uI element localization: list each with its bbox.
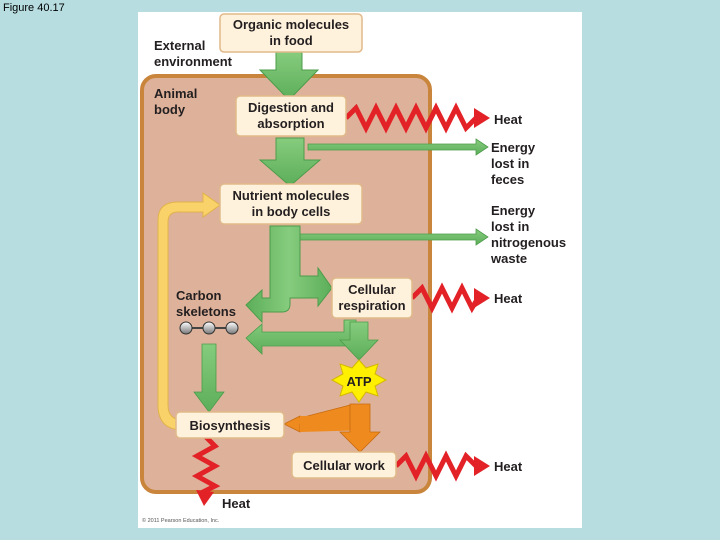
respiration-box (331, 277, 413, 319)
cellular-work-box (291, 451, 397, 479)
heat-zigzag-work (394, 450, 490, 482)
heat-label-respiration: Heat (494, 291, 523, 306)
carbon-skeleton-molecule (179, 321, 239, 335)
nutrient-trunk-arrow (245, 225, 333, 324)
feces-arrow (307, 138, 489, 156)
energy-nitrogenous-line2: lost in (491, 219, 529, 234)
biosynthesis-label: Biosynthesis (190, 418, 271, 433)
animal-body-line1: Animal (154, 86, 197, 101)
organic-molecules-line2: in food (269, 33, 312, 48)
energy-feces-line2: lost in (491, 156, 529, 171)
energy-nitrogenous-line1: Energy (491, 203, 536, 218)
heat-zigzag-biosynthesis (191, 434, 221, 506)
animal-body-line2: body (154, 102, 186, 117)
heat-label-digestion: Heat (494, 112, 523, 127)
energy-feces-line1: Energy (491, 140, 536, 155)
respiration-line2: respiration (338, 298, 405, 313)
heat-zigzag-respiration (410, 282, 490, 314)
heat-zigzag-digestion (344, 102, 490, 134)
biosynthesis-box (175, 411, 285, 439)
copyright: © 2011 Pearson Education, Inc. (142, 517, 220, 524)
figure-label: Figure 40.17 (3, 2, 65, 14)
absorption-arrow (258, 137, 322, 187)
heat-label-work: Heat (494, 459, 523, 474)
respiration-to-atp-arrow (339, 321, 379, 361)
nutrient-line1: Nutrient molecules (232, 188, 349, 203)
respiration-to-skeletons-arrow (245, 319, 357, 355)
digestion-line2: absorption (257, 116, 324, 131)
energy-nitrogenous-line4: waste (490, 251, 527, 266)
energy-nitrogenous-line3: nitrogenous (491, 235, 566, 250)
external-environment-line2: environment (154, 54, 233, 69)
carbon-skeletons-line1: Carbon (176, 288, 222, 303)
digestion-line1: Digestion and (248, 100, 334, 115)
energy-feces-line3: feces (491, 172, 524, 187)
cellular-work-label: Cellular work (303, 458, 385, 473)
digestion-box (235, 95, 347, 137)
respiration-line1: Cellular (348, 282, 396, 297)
intake-arrow (258, 51, 320, 101)
recycling-loop-arrow (157, 192, 221, 431)
carbon-skeletons-line2: skeletons (176, 304, 236, 319)
atp-to-work-arrow (339, 403, 381, 453)
organic-molecules-box (219, 13, 363, 53)
external-environment-line1: External (154, 38, 205, 53)
nutrient-box (219, 183, 363, 225)
organic-molecules-line1: Organic molecules (233, 17, 349, 32)
nutrient-line2: in body cells (252, 204, 331, 219)
atp-label: ATP (346, 374, 371, 389)
skeletons-to-biosynthesis-arrow (193, 343, 225, 413)
atp-burst (330, 359, 388, 403)
heat-label-biosynthesis: Heat (222, 496, 251, 511)
nitrogenous-arrow (299, 228, 489, 246)
